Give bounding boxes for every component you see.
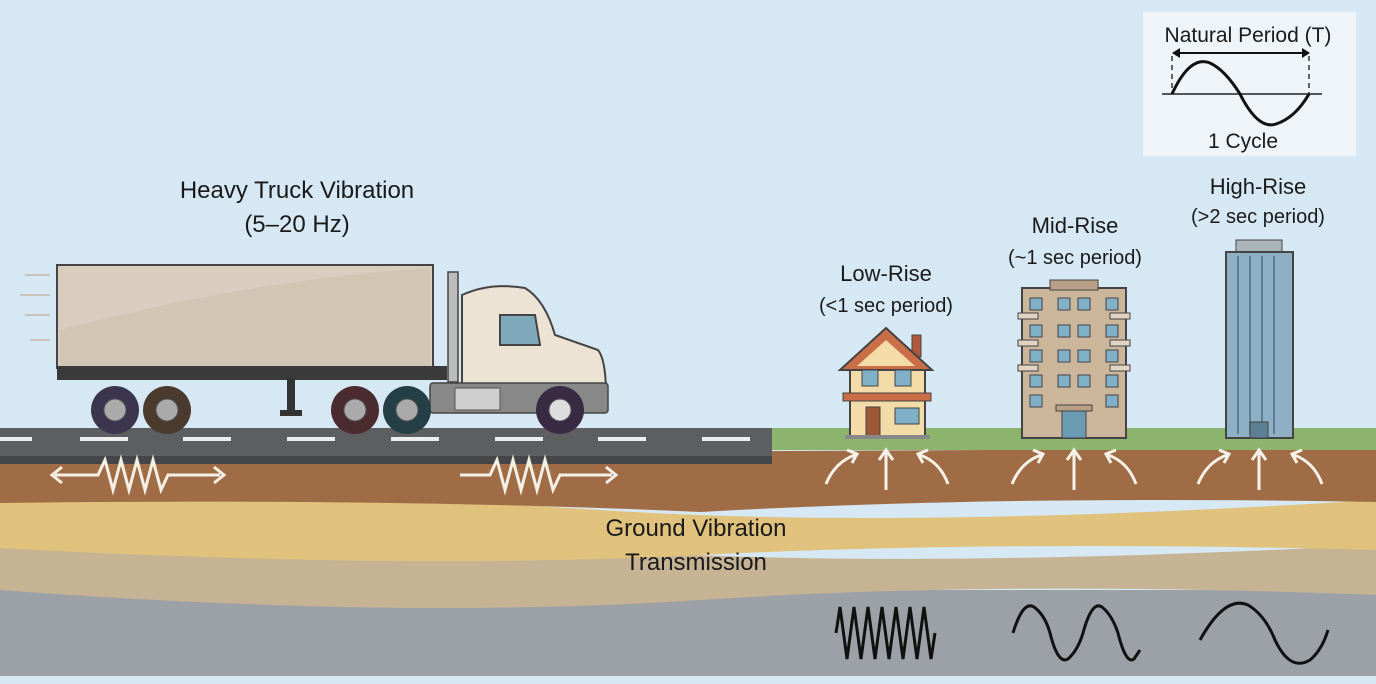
mid-rise-building [1017,279,1131,439]
sine-wave [1170,60,1311,127]
response-waves [834,601,1330,665]
road [0,428,772,456]
mid-rise-entrance [1061,409,1087,439]
low-frequency-wave [1198,601,1330,665]
mid-rise-label: Mid-Rise [1032,213,1119,238]
truck-vibration-wave-2 [460,454,619,496]
window [861,369,879,387]
building-input-arrows [824,447,1324,490]
truck-title: Heavy Truck Vibration [180,177,414,204]
low-rise-label: Low-Rise [840,261,932,286]
inset-caption: 1 Cycle [1208,130,1278,153]
door [865,406,881,438]
truck-vibration-wave-1 [49,454,227,496]
bottom-strip [0,676,1376,684]
ground-label-line1: Ground Vibration [605,515,786,542]
high-rise-roof [1235,239,1283,253]
window [894,369,912,387]
foundation [845,435,930,439]
wheel [143,386,191,434]
mid-rise-windows [1029,297,1119,408]
landing-gear-foot [280,410,302,416]
natural-period-inset: Natural Period (T) 1 Cycle [1143,12,1356,156]
fuel-tank [454,387,501,411]
low-rise-house [837,326,935,439]
truck [20,264,609,434]
cab-window [499,314,542,346]
truck-frequency: (5–20 Hz) [244,211,349,238]
high-rise-facade [1225,251,1294,439]
low-rise-period: (<1 sec period) [819,295,953,317]
trailer-shading [60,268,430,366]
mid-rise-roof [1049,279,1099,291]
inset-title: Natural Period (T) [1165,24,1332,47]
high-rise-period: (>2 sec period) [1191,206,1325,228]
medium-frequency-wave [1011,604,1142,662]
high-rise-entrance [1249,421,1269,439]
wheel [331,386,379,434]
exhaust-stack [447,271,459,383]
road-edge [0,456,772,464]
wheels [91,386,584,434]
high-rise-label: High-Rise [1210,174,1307,199]
trailer-chassis [57,366,447,380]
high-rise-building [1225,239,1294,439]
high-frequency-wave [834,606,937,660]
house-gable [857,340,915,366]
entrance-canopy [1055,404,1093,412]
ground-label-line2: Transmission [625,549,767,576]
window [894,407,920,425]
wheel [91,386,139,434]
mid-rise-balconies [1017,312,1131,372]
high-rise-mullions [1237,256,1275,434]
porch-roof [842,392,932,402]
wheel [536,386,584,434]
sand-layer [0,496,1376,562]
motion-lines [20,274,50,341]
landing-gear [287,378,295,414]
road-dashes [0,437,750,441]
rock-layer [0,590,1376,676]
wheel [383,386,431,434]
mid-rise-period: (~1 sec period) [1008,247,1142,269]
